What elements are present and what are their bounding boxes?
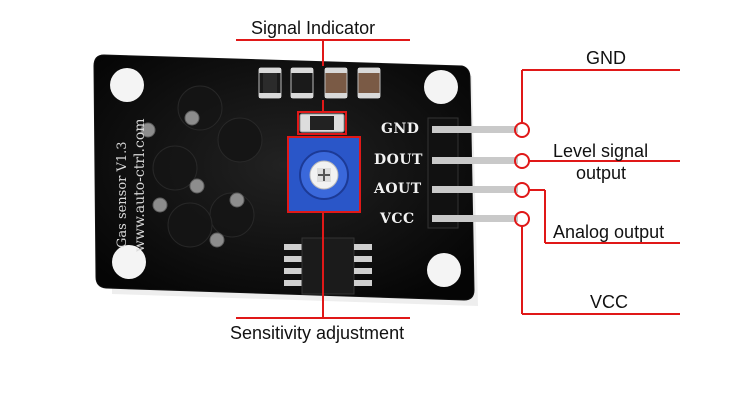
potentiometer [287,136,361,213]
label-sensitivity-adjustment: Sensitivity adjustment [230,323,405,343]
ic-chip [284,237,372,295]
smd-components [258,67,381,133]
pin-header [427,117,518,229]
label-vcc: VCC [590,292,629,312]
mounting-holes [110,68,461,287]
pin-label-aout: AOUT [374,181,422,197]
label-signal-indicator: Signal Indicator [251,18,376,38]
sensor-footprint [140,85,263,248]
pin-label-vcc: VCC [380,211,415,227]
pin-label-gnd: GND [381,121,420,137]
label-analog-output: Analog output [553,222,665,242]
label-level-signal-line2: output [576,163,627,183]
label-gnd: GND [586,48,626,68]
pin-label-dout: DOUT [374,152,423,168]
label-level-signal-line1: Level signal [553,141,649,161]
